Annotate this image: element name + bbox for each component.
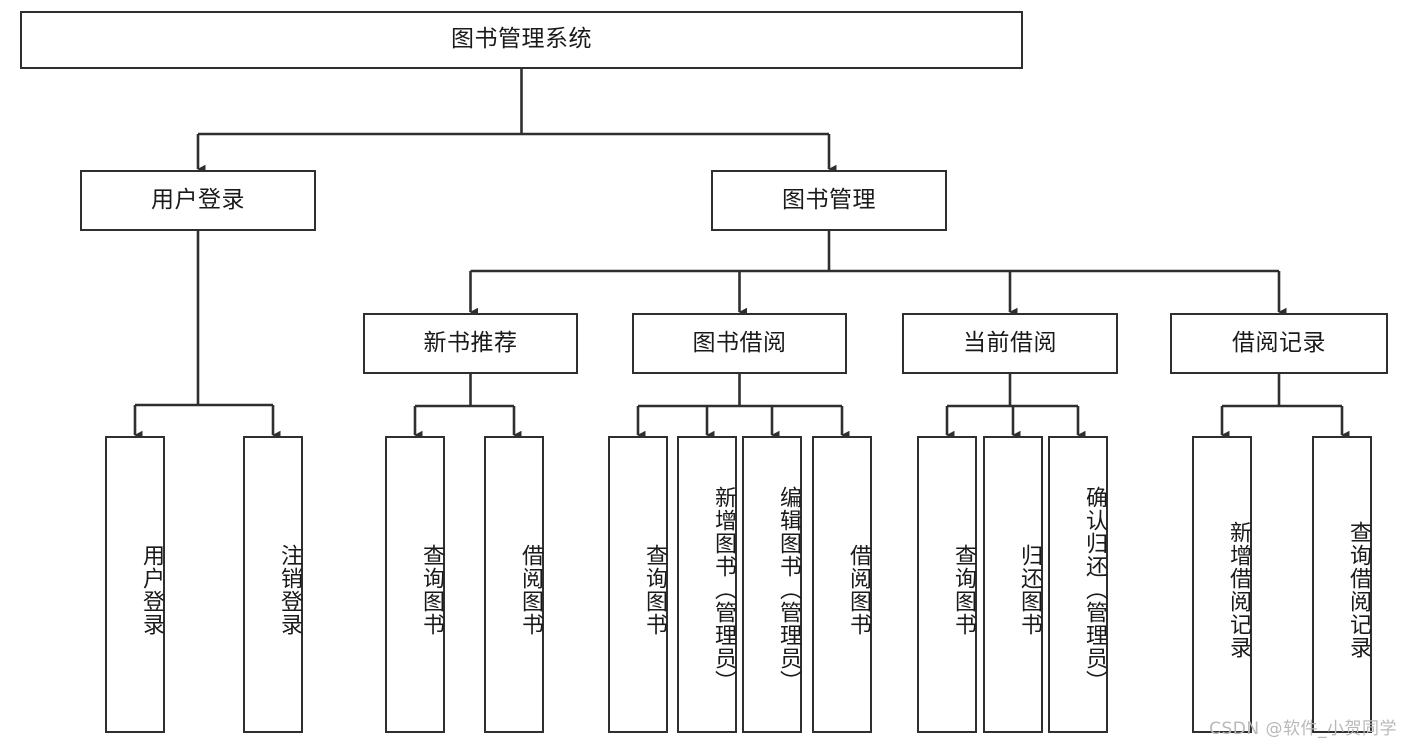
node-leaf-query-book-1-label: 查询图书 [419, 543, 444, 636]
node-leaf-confirm-return-label: 确认归还（管理员） [1082, 486, 1107, 693]
node-book-borrow[interactable]: 图书借阅 [632, 313, 847, 374]
node-leaf-query-book-2-label: 查询图书 [642, 543, 667, 636]
node-leaf-add-book-label: 新增图书（管理员） [711, 486, 736, 693]
node-current-borrow[interactable]: 当前借阅 [902, 313, 1118, 374]
node-leaf-confirm-return[interactable]: 确认归还（管理员） [1048, 436, 1108, 733]
node-book-management[interactable]: 图书管理 [711, 170, 947, 231]
node-leaf-return-book[interactable]: 归还图书 [983, 436, 1043, 733]
node-leaf-logout[interactable]: 注销登录 [243, 436, 303, 733]
node-leaf-return-book-label: 归还图书 [1017, 543, 1042, 636]
node-leaf-add-record[interactable]: 新增借阅记录 [1192, 436, 1252, 733]
node-leaf-query-record[interactable]: 查询借阅记录 [1312, 436, 1372, 733]
node-new-book-recommendation-label: 新书推荐 [423, 329, 518, 356]
node-leaf-edit-book-label: 编辑图书（管理员） [776, 486, 801, 693]
node-leaf-query-book-2[interactable]: 查询图书 [608, 436, 668, 733]
node-root[interactable]: 图书管理系统 [20, 11, 1023, 69]
node-borrow-record-label: 借阅记录 [1232, 329, 1326, 356]
node-leaf-query-record-label: 查询借阅记录 [1346, 520, 1371, 659]
node-leaf-borrow-book-2-label: 借阅图书 [846, 543, 871, 636]
csdn-watermark: CSDN @软件_小贺同学 [1209, 719, 1397, 739]
node-book-management-label: 图书管理 [782, 186, 876, 213]
node-leaf-user-login-label: 用户登录 [139, 543, 164, 636]
node-leaf-query-book-1[interactable]: 查询图书 [385, 436, 445, 733]
node-leaf-borrow-book-2[interactable]: 借阅图书 [812, 436, 872, 733]
node-leaf-edit-book[interactable]: 编辑图书（管理员） [742, 436, 802, 733]
node-leaf-add-book[interactable]: 新增图书（管理员） [677, 436, 737, 733]
node-new-book-recommendation[interactable]: 新书推荐 [363, 313, 578, 374]
node-leaf-logout-label: 注销登录 [277, 543, 302, 636]
node-leaf-borrow-book-1-label: 借阅图书 [518, 543, 543, 636]
node-book-borrow-label: 图书借阅 [692, 329, 787, 356]
node-leaf-query-book-3-label: 查询图书 [951, 543, 976, 636]
node-leaf-add-record-label: 新增借阅记录 [1226, 520, 1251, 659]
node-current-borrow-label: 当前借阅 [963, 329, 1057, 356]
node-user-login[interactable]: 用户登录 [80, 170, 316, 231]
node-leaf-query-book-3[interactable]: 查询图书 [917, 436, 977, 733]
node-user-login-label: 用户登录 [151, 186, 245, 213]
node-borrow-record[interactable]: 借阅记录 [1170, 313, 1388, 374]
node-leaf-user-login[interactable]: 用户登录 [105, 436, 165, 733]
node-leaf-borrow-book-1[interactable]: 借阅图书 [484, 436, 544, 733]
node-root-label: 图书管理系统 [451, 26, 592, 53]
